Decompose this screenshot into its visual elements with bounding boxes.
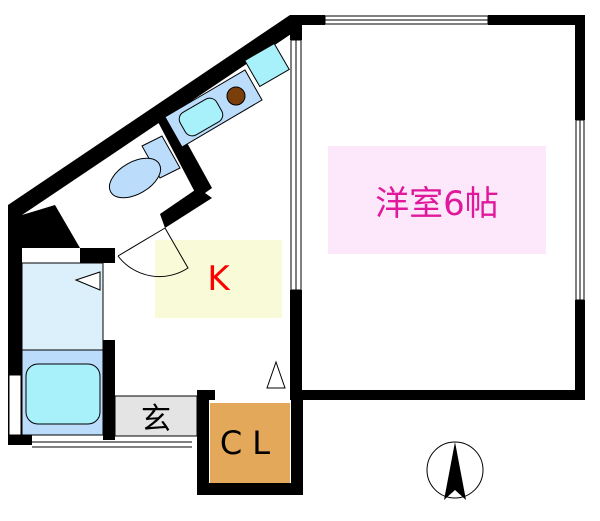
closet-area	[210, 403, 290, 483]
door-swing-icon	[117, 227, 189, 278]
toilet-icon	[108, 157, 162, 199]
bathtub-icon	[25, 363, 101, 425]
door-marker	[74, 271, 101, 291]
kitchen-label-area	[155, 240, 282, 318]
walls	[8, 15, 585, 495]
fridge-space	[244, 42, 290, 88]
sink-icon	[178, 97, 224, 137]
window-icon	[8, 15, 585, 448]
closet-label: CL	[219, 424, 281, 462]
western-room-label: 洋室6帖	[375, 183, 499, 224]
north-arrow-icon	[426, 441, 484, 500]
stove-icon	[226, 86, 246, 106]
western-room-label-area	[328, 146, 546, 254]
kitchen-label: K	[207, 259, 230, 299]
entrance-label: 玄	[141, 402, 171, 437]
door-marker	[266, 360, 286, 389]
